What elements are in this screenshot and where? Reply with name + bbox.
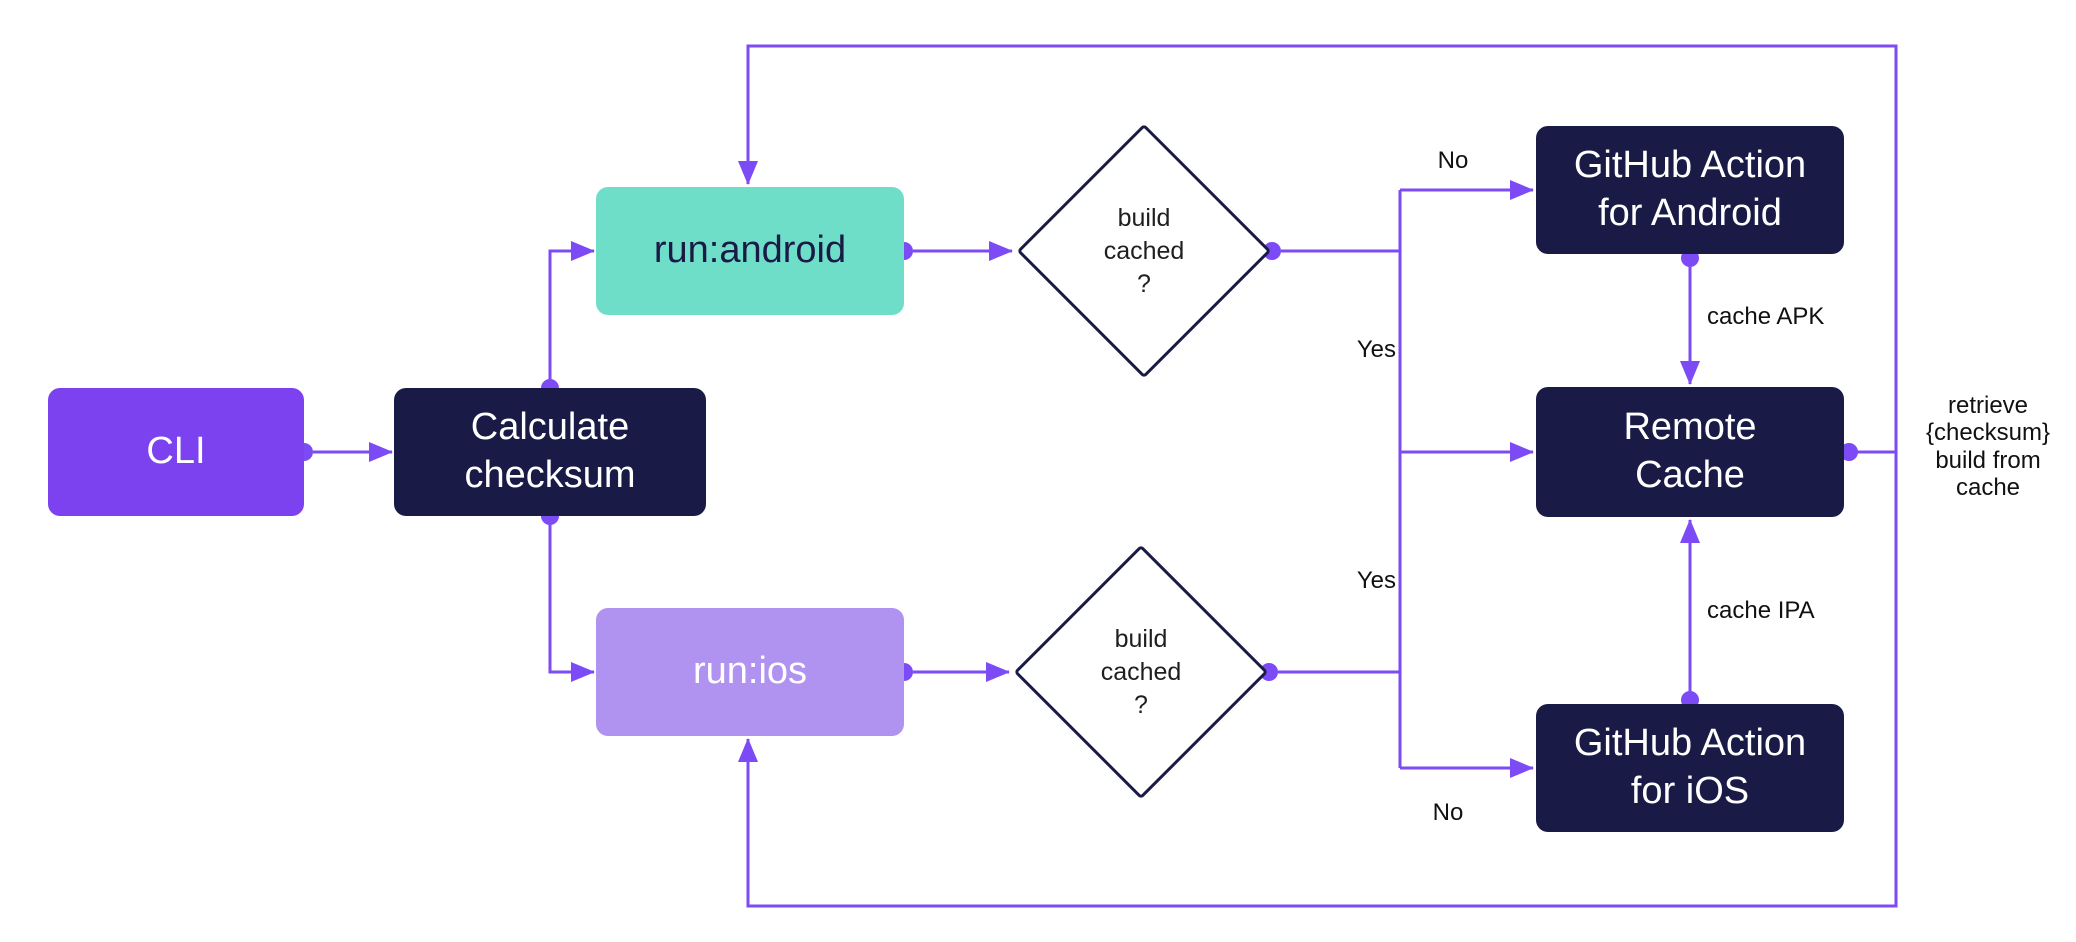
node-run-ios: run:ios [596, 608, 904, 736]
edge-label-cache-ipa: cache IPA [1707, 597, 1815, 624]
edge-label-yes-ios: Yes [1356, 567, 1396, 594]
node-remote-cache: Remote Cache [1536, 387, 1844, 517]
node-github-action-android: GitHub Action for Android [1536, 126, 1844, 254]
decision-build-cached-ios-label: build cached ? [1100, 624, 1182, 719]
edge-label-retrieve-from-cache: retrieve {checksum} build from cache [1925, 392, 2051, 502]
node-github-action-ios: GitHub Action for iOS [1536, 704, 1844, 832]
edge-label-cache-apk: cache APK [1707, 303, 1825, 330]
edge-checksum-to-run-ios [548, 522, 595, 682]
edge-label-yes-android: Yes [1356, 336, 1396, 363]
connection-dot [1840, 443, 1858, 461]
edge-label-no-android: No [1437, 147, 1469, 174]
edge-loop-to-run-ios [738, 452, 1898, 908]
edge-loop-to-run-android [738, 44, 1898, 452]
decision-build-cached-android-label: build cached ? [1103, 203, 1185, 298]
edge-label-no-ios: No [1432, 799, 1464, 826]
node-cli: CLI [48, 388, 304, 516]
node-run-android: run:android [596, 187, 904, 315]
node-calculate-checksum: Calculate checksum [394, 388, 706, 516]
edge-checksum-to-run-android [548, 241, 595, 382]
